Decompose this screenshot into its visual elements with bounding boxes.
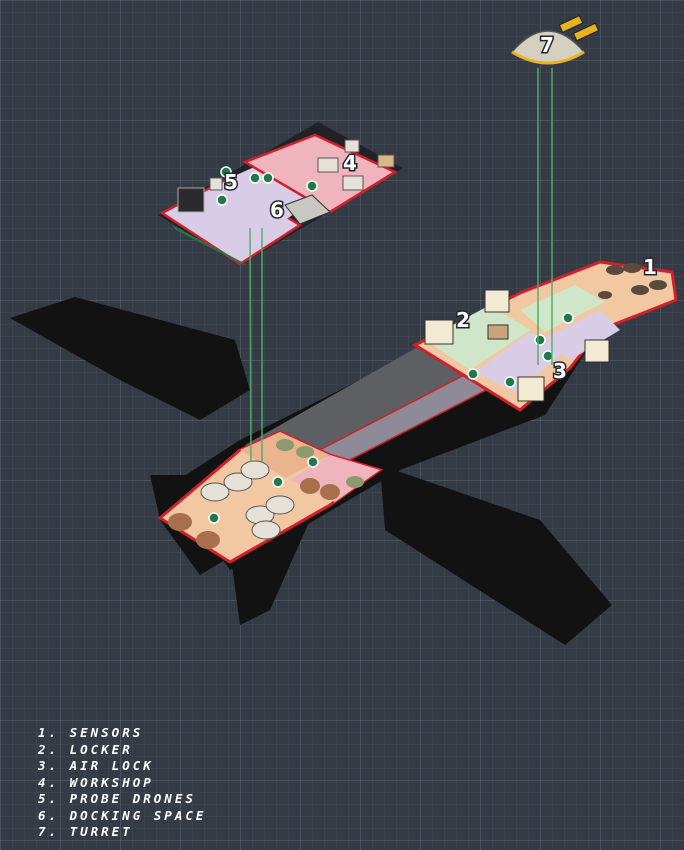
callout-7-turret: 7	[540, 33, 554, 57]
legend-item-air-lock: 3. AIR LOCK	[38, 758, 154, 773]
upper-deck	[158, 122, 403, 266]
legend-item-workshop: 4. WORKSHOP	[38, 774, 154, 790]
legend: 1. SENSORS 2. LOCKER 3. AIR LOCK 4. WORK…	[38, 725, 206, 841]
legend-item-turret: 7. TURRET	[38, 824, 133, 839]
callout-3-airlock: 3	[553, 359, 567, 383]
callout-6-docking-space: 6	[270, 198, 284, 222]
legend-item-locker: 2. LOCKER	[38, 741, 133, 757]
callout-4-workshop: 4	[343, 151, 357, 175]
legend-item-sensors: 1. SENSORS	[38, 725, 144, 740]
bow-section	[411, 260, 678, 412]
docking-beams	[249, 68, 553, 463]
callout-1-sensors: 1	[643, 255, 657, 279]
central-corridor	[245, 340, 465, 470]
legend-item-docking-space: 6. DOCKING SPACE	[38, 807, 207, 823]
turret	[510, 15, 600, 65]
callout-2-locker: 2	[456, 308, 470, 332]
legend-item-probe-drones: 5. PROBE DRONES	[38, 791, 196, 806]
callout-5-probe-drones: 5	[224, 170, 238, 194]
